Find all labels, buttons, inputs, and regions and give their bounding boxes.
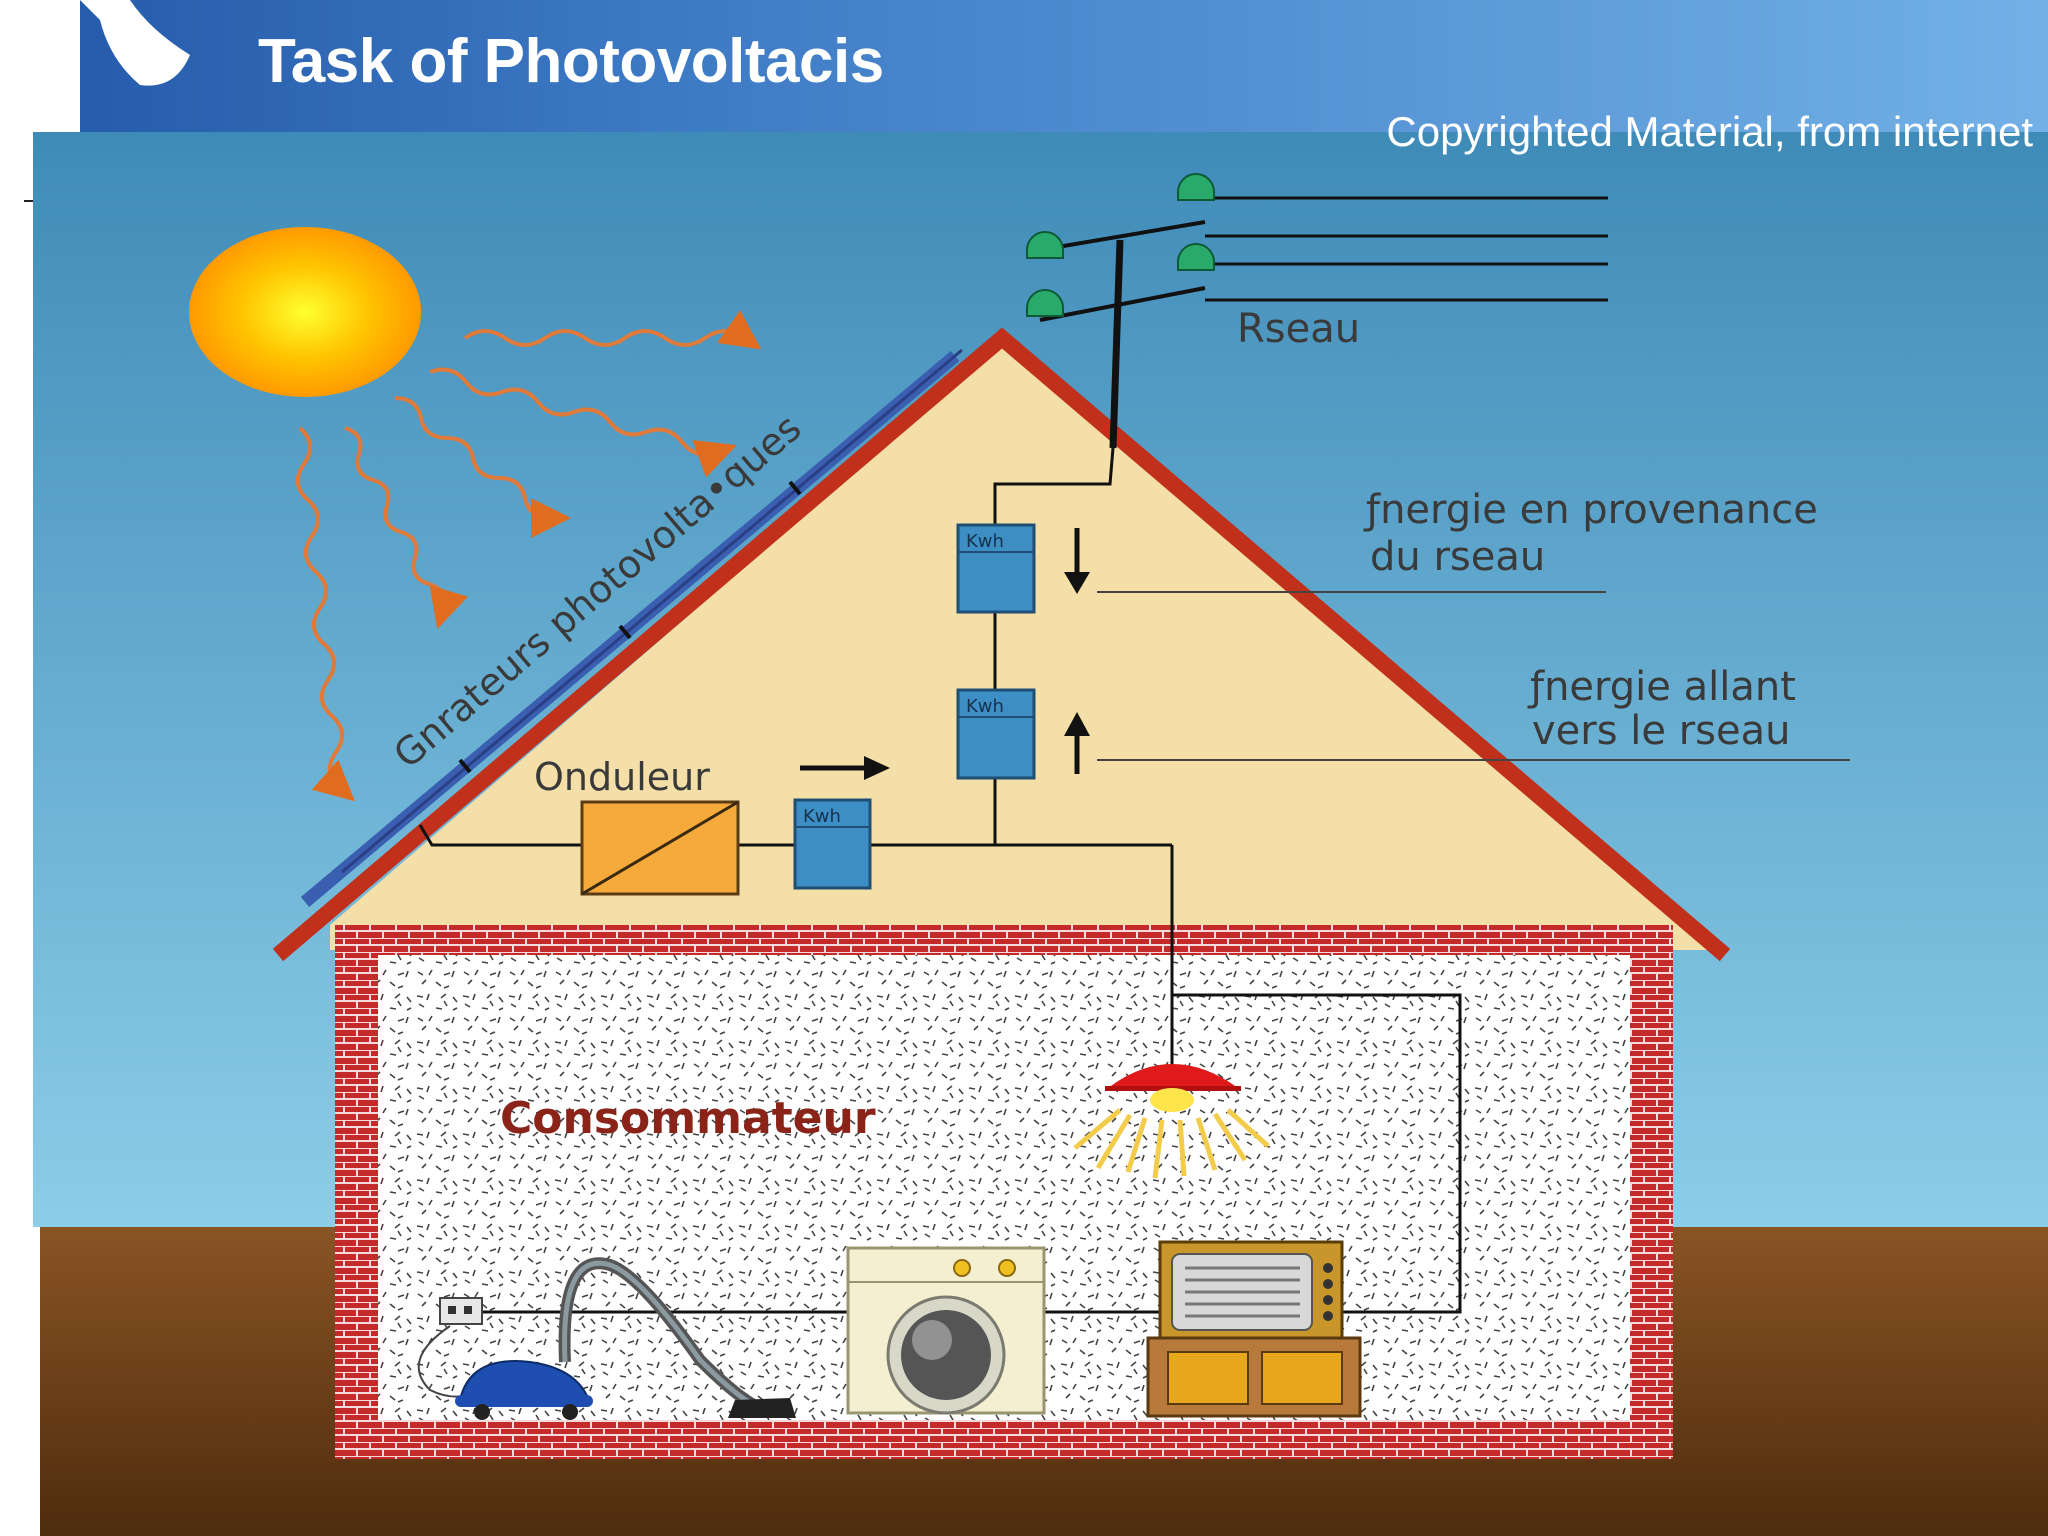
arrow-up-icon (1064, 712, 1090, 774)
attic (330, 345, 1710, 950)
grid-pole (1039, 196, 1608, 449)
header-logo-swoosh (0, 0, 190, 132)
roof (272, 327, 1731, 962)
sun-rays (296, 310, 762, 802)
arrow-down-icon (1064, 528, 1090, 594)
solar-panels (300, 348, 963, 907)
lamp-icon (1073, 1052, 1270, 1179)
grid-label: Rseau (1237, 306, 1360, 352)
to-grid-label-2: vers le rseau (1532, 708, 1790, 754)
meter-production: Kwh (793, 798, 872, 890)
washing-machine-icon (846, 1246, 1046, 1415)
meter-label: Kwh (966, 696, 1004, 717)
consumer-label: Consommateur (500, 1093, 876, 1144)
meter-from-grid: Kwh (956, 523, 1036, 614)
slide-header (0, 0, 2048, 132)
meter-to-grid: Kwh (956, 688, 1036, 780)
meter-label: Kwh (803, 806, 841, 827)
inverter (580, 800, 740, 896)
sun-icon (189, 227, 421, 397)
arrow-right-icon (800, 756, 890, 780)
slide-bullet-mark (24, 200, 33, 202)
vacuum-cleaner-icon (417, 1257, 796, 1420)
from-grid-label-2: du rseau (1370, 534, 1545, 580)
copyright-notice: Copyrighted Material, from internet (1386, 108, 2033, 155)
inverter-label: Onduleur (534, 755, 710, 799)
insulator-icons (1026, 173, 1215, 317)
to-grid-label-1: ƒnergie allant (1527, 664, 1796, 710)
meter-label: Kwh (966, 531, 1004, 552)
television-icon (1158, 1240, 1344, 1344)
tv-cabinet (1146, 1336, 1362, 1418)
from-grid-label-1: ƒnergie en provenance (1363, 487, 1818, 533)
slide-title: Task of Photovoltacis (258, 27, 884, 96)
